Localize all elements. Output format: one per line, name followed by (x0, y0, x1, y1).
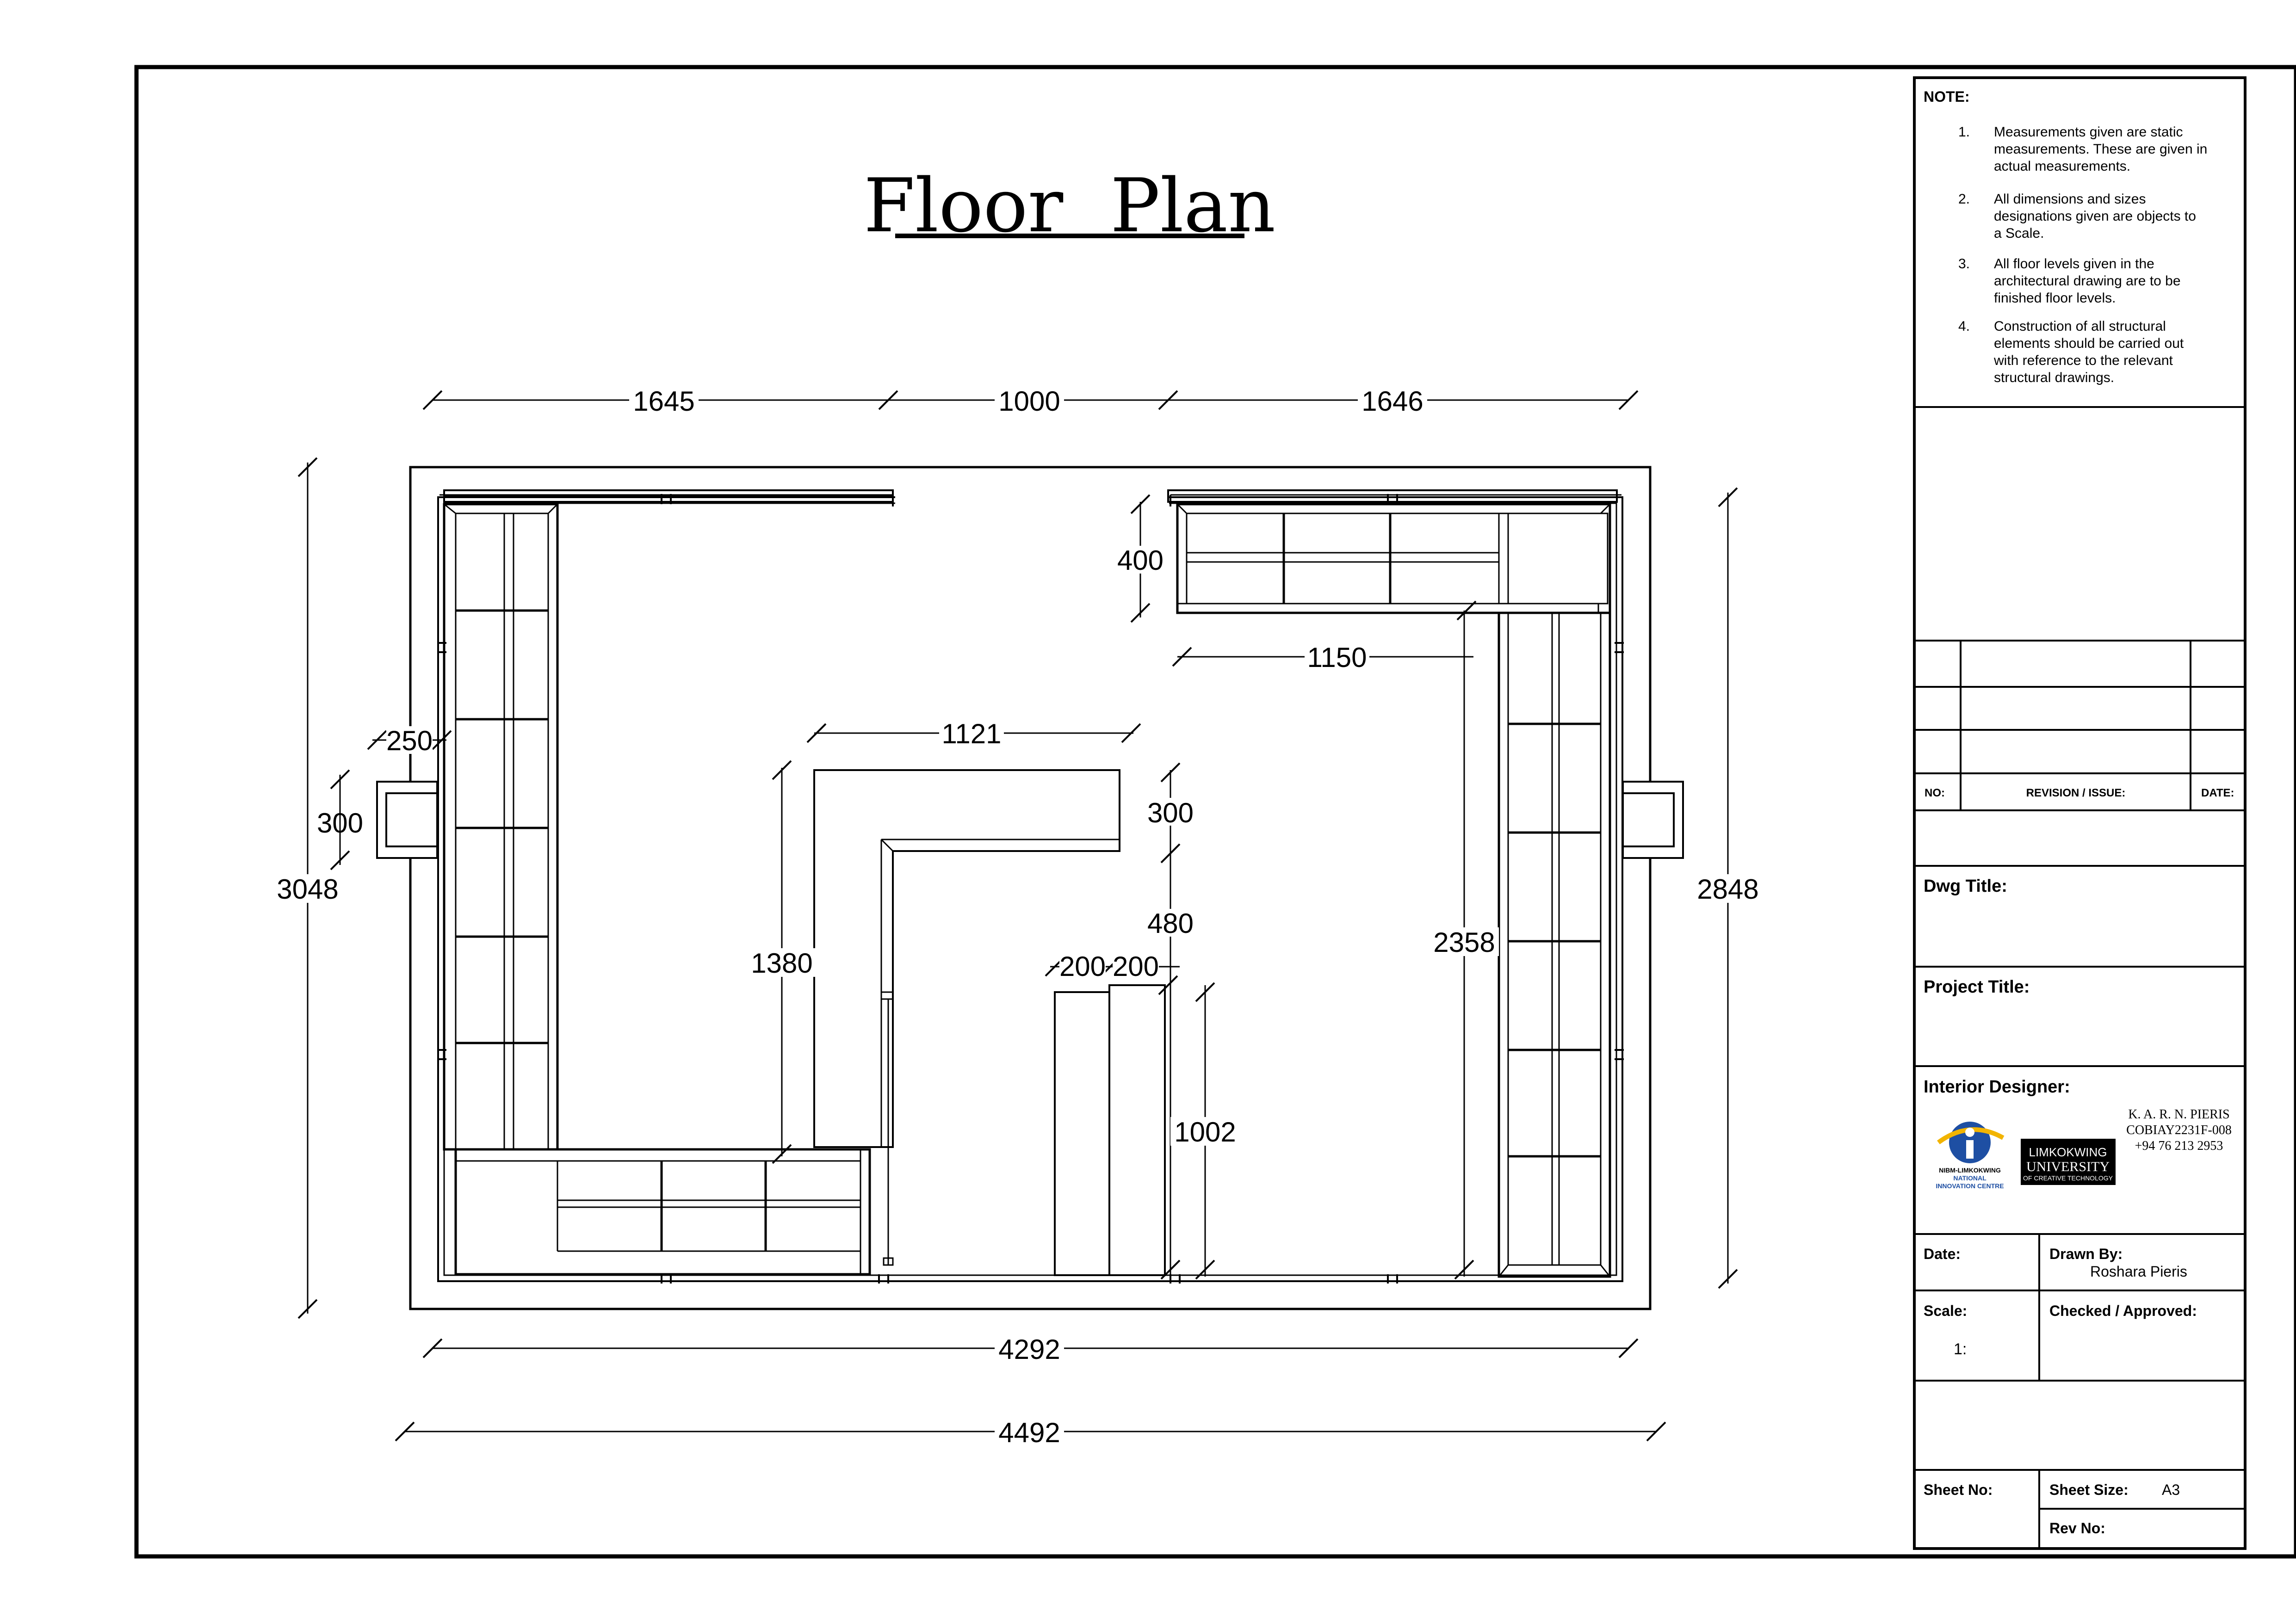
dim-top-middle: 1000 (998, 386, 1060, 417)
designer-name: K. A. R. N. PIERIS (2128, 1107, 2229, 1122)
scale-value: 1: (1954, 1340, 1967, 1358)
note-line: All dimensions and sizes (1994, 191, 2146, 207)
note-number: 1. (1958, 124, 1970, 140)
inner-wall (437, 496, 1623, 1282)
dim-right-unit: 2358 (1433, 927, 1495, 958)
scale-label: Scale: (1924, 1302, 1967, 1319)
nibm-logo-text-2: NATIONAL (1953, 1174, 1987, 1182)
note-line: architectural drawing are to be (1994, 273, 2181, 289)
door-opening (895, 494, 1169, 506)
left-shelving-unit (443, 503, 559, 1151)
dim-inner-width: 4292 (998, 1334, 1060, 1365)
checked-label: Checked / Approved: (2049, 1302, 2197, 1319)
right-shelving-unit (1498, 611, 1611, 1278)
dim-pillar-a: 200 (1059, 951, 1106, 982)
dim-outer-width: 4492 (998, 1417, 1060, 1448)
limkokwing-logo-text-3: OF CREATIVE TECHNOLOGY (2023, 1174, 2113, 1182)
title-block (1913, 76, 2246, 1550)
note-line: elements should be carried out (1994, 336, 2184, 351)
sheet-size-label: Sheet Size: (2049, 1481, 2129, 1498)
sheet-border (134, 65, 2296, 1559)
revision-no-label: NO: (1925, 787, 1945, 799)
drawn-by-label: Drawn By: (2049, 1246, 2123, 1262)
dim-left-wall: 3048 (277, 874, 338, 905)
dim-pillar-height: 1002 (1174, 1117, 1236, 1148)
l-shaped-counter (813, 769, 1120, 1266)
dim-counter-length: 1380 (751, 948, 812, 979)
note-line: Construction of all structural (1994, 319, 2166, 334)
right-window (1622, 781, 1684, 859)
title-block-text: NOTE: 1. Measurements given are static mea… (1924, 88, 2234, 1537)
dim-window: 300 (317, 808, 363, 839)
dim-shelf-depth: 400 (1117, 545, 1163, 576)
nibm-logo-text-1: NIBM-LIMKOKWING (1939, 1166, 2001, 1174)
note-line: finished floor levels. (1994, 290, 2116, 306)
revision-date-label: DATE: (2201, 787, 2234, 799)
note-line: a Scale. (1994, 226, 2044, 241)
limkokwing-logo-text-1: LIMKOKWING (2029, 1145, 2107, 1159)
note-number: 4. (1958, 319, 1970, 334)
limkokwing-logo-text-2: UNIVERSITY (2026, 1159, 2110, 1174)
designer-id: COBIAY2231F-008 (2126, 1123, 2232, 1137)
note-heading: NOTE: (1924, 88, 1970, 105)
dim-wall-thickness: 250 (386, 725, 433, 756)
note-line: Measurements given are static (1994, 124, 2183, 140)
dim-counter-depth: 300 (1147, 797, 1194, 828)
nibm-logo-text-3: INNOVATION CENTRE (1936, 1182, 2004, 1190)
top-right-shelving-unit (1167, 489, 1618, 614)
sheet-no-label: Sheet No: (1924, 1481, 1993, 1498)
limkokwing-logo: LIMKOKWING UNIVERSITY OF CREATIVE TECHNO… (2021, 1139, 2116, 1185)
display-pillars (1054, 984, 1166, 1276)
dimension-labels: 1645 1000 1646 4292 4492 3048 2848 250 3… (273, 385, 1763, 1448)
revision-issue-label: REVISION / ISSUE: (2026, 787, 2126, 799)
dim-counter-width: 1121 (941, 718, 1001, 749)
dim-right-wall: 2848 (1697, 874, 1758, 905)
note-number: 2. (1958, 191, 1970, 207)
dim-top-right: 1646 (1362, 386, 1423, 417)
rev-no-label: Rev No: (2049, 1520, 2105, 1537)
note-line: All floor levels given in the (1994, 256, 2154, 272)
drawn-by-value: Roshara Pieris (2090, 1263, 2187, 1280)
dim-gap: 480 (1147, 908, 1194, 939)
designer-label: Interior Designer: (1924, 1077, 2070, 1097)
inner-wall-finish (443, 502, 1617, 1276)
date-label: Date: (1924, 1246, 1961, 1262)
outer-wall (409, 466, 1652, 1310)
note-line: with reference to the relevant (1993, 353, 2173, 368)
bottom-shelving-unit (454, 1148, 871, 1276)
left-window (376, 781, 438, 859)
dim-shelf-width: 1150 (1307, 642, 1367, 673)
sheet-size-value: A3 (2162, 1481, 2180, 1498)
note-number: 3. (1958, 256, 1970, 272)
note-line: structural drawings. (1994, 370, 2114, 385)
nibm-logo: NIBM-LIMKOKWING NATIONAL INNOVATION CENT… (1936, 1122, 2005, 1190)
note-line: actual measurements. (1994, 159, 2130, 174)
notes-list: 1. Measurements given are static measureme… (1958, 124, 2207, 385)
floor-plan (376, 466, 1684, 1310)
dwg-title-label: Dwg Title: (1924, 876, 2007, 896)
note-line: measurements. These are given in (1994, 142, 2207, 157)
designer-phone: +94 76 213 2953 (2135, 1139, 2223, 1153)
dim-top-left: 1645 (633, 386, 694, 417)
project-title-label: Project Title: (1924, 977, 2030, 997)
note-line: designations given are objects to (1994, 209, 2196, 224)
dim-pillar-b: 200 (1113, 951, 1159, 982)
